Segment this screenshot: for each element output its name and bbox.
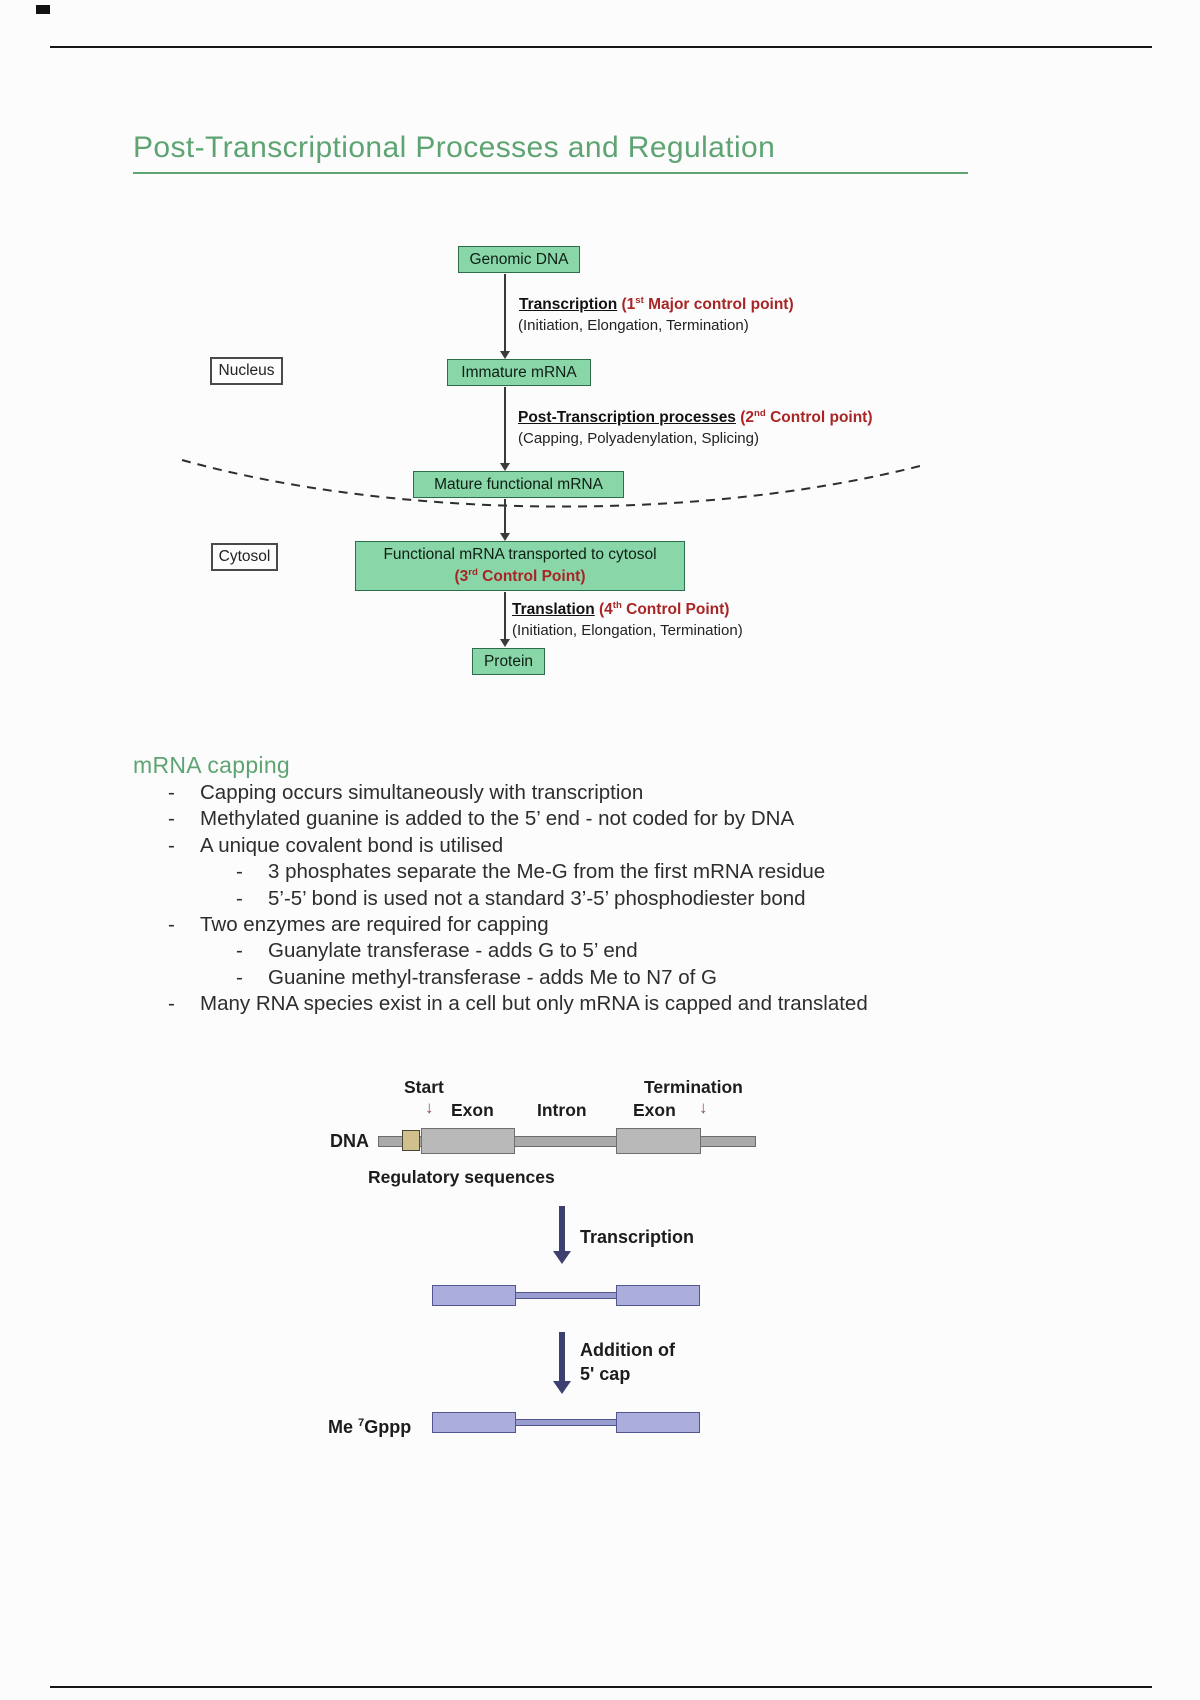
bullet-dash: - — [236, 886, 243, 910]
step-transcription-name: Transcription — [519, 296, 618, 314]
bullet-text: Guanylate transferase - adds G to 5’ end — [268, 939, 638, 963]
list-item: - Many RNA species exist in a cell but o… — [168, 991, 948, 1017]
exon-label-1: Exon — [451, 1100, 494, 1120]
step-transcription: Transcription (1st Major control point) — [519, 295, 794, 314]
rna-exon-box-2 — [616, 1285, 700, 1306]
bullet-text: Capping occurs simultaneously with trans… — [200, 781, 644, 804]
page-bottom-rule — [50, 1686, 1152, 1688]
cap-addition-label-line1: Addition of — [580, 1340, 675, 1360]
bullet-dash: - — [168, 807, 175, 831]
list-item: - Two enzymes are required for capping — [168, 912, 948, 938]
dna-label: DNA — [330, 1131, 369, 1151]
bullet-text: Methylated guanine is added to the 5’ en… — [200, 807, 795, 831]
title-underline — [133, 172, 968, 174]
list-item: - Guanylate transferase - adds G to 5’ e… — [236, 938, 948, 964]
functional-mrna-control-point: (3rd Control Point) — [454, 566, 586, 586]
page-top-rule — [50, 46, 1152, 48]
step-translation: Translation (4th Control Point) — [512, 600, 729, 619]
dna-exon-box-1 — [421, 1128, 515, 1154]
list-item: - Guanine methyl-transferase - adds Me t… — [236, 965, 948, 991]
step-post-transcription-sub: (Capping, Polyadenylation, Splicing) — [518, 430, 759, 447]
step-translation-sub: (Initiation, Elongation, Termination) — [512, 622, 743, 639]
flow-arrowhead-icon — [500, 533, 510, 541]
flow-box-protein: Protein — [472, 648, 545, 675]
bullet-text: 3 phosphates separate the Me-G from the … — [268, 860, 826, 884]
intron-label: Intron — [537, 1100, 587, 1120]
flow-arrow-line — [504, 592, 506, 639]
nuclear-membrane-dashed-line — [181, 459, 921, 508]
termination-label: Termination — [644, 1077, 743, 1097]
bullet-text: Many RNA species exist in a cell but onl… — [200, 992, 868, 1016]
list-item: - 5’-5’ bond is used not a standard 3’-5… — [236, 886, 948, 912]
step-translation-name: Translation — [512, 601, 595, 619]
flow-arrowhead-icon — [500, 639, 510, 647]
exon-label-2: Exon — [633, 1100, 676, 1120]
flow-box-genomic-dna: Genomic DNA — [458, 246, 580, 273]
flow-arrow-line — [504, 387, 506, 463]
cap-molecule-label: Me 7Gppp — [328, 1417, 412, 1437]
bullet-text: Two enzymes are required for capping — [200, 913, 549, 937]
regulatory-sequences-label: Regulatory sequences — [368, 1167, 555, 1187]
transcription-label: Transcription — [580, 1227, 695, 1247]
step-post-transcription-name: Post-Transcription processes — [518, 409, 736, 427]
bullet-dash: - — [168, 913, 175, 937]
bullet-text: A unique covalent bond is utilised — [200, 833, 504, 857]
step-transcription-sub: (Initiation, Elongation, Termination) — [518, 317, 749, 334]
nucleus-label-box: Nucleus — [210, 357, 283, 385]
cap-addition-arrowhead-icon — [553, 1381, 571, 1394]
dna-exon-box-2 — [616, 1128, 701, 1154]
rna-exon-box-1 — [432, 1285, 516, 1306]
bullet-dash: - — [168, 833, 175, 857]
bullet-dash: - — [168, 992, 175, 1016]
step-post-transcription-control-point: (2nd Control point) — [735, 408, 873, 427]
bullet-dash: - — [168, 781, 175, 804]
bullet-text: Guanine methyl-transferase - adds Me to … — [268, 965, 717, 989]
start-down-arrow-icon: ↓ — [425, 1098, 434, 1117]
bullet-dash: - — [236, 860, 243, 884]
flow-arrow-line — [504, 274, 506, 351]
cap-addition-arrow — [559, 1332, 565, 1382]
start-label: Start — [404, 1077, 444, 1097]
cytosol-label-box: Cytosol — [211, 543, 278, 571]
page-title: Post-Transcriptional Processes and Regul… — [133, 131, 776, 164]
cap-addition-label-line2: 5' cap — [580, 1364, 631, 1384]
dna-backbone-bar — [378, 1136, 756, 1147]
bullet-text: 5’-5’ bond is used not a standard 3’-5’ … — [268, 886, 806, 910]
functional-mrna-line1: Functional mRNA transported to cytosol — [383, 545, 657, 563]
list-item: - Capping occurs simultaneously with tra… — [168, 780, 948, 806]
bullet-dash: - — [236, 965, 243, 989]
step-post-transcription: Post-Transcription processes (2nd Contro… — [518, 408, 873, 427]
section-heading-mrna-capping: mRNA capping — [133, 752, 291, 778]
regulatory-sequence-box — [402, 1130, 420, 1151]
bullet-list: - Capping occurs simultaneously with tra… — [168, 780, 948, 1018]
termination-down-arrow-icon: ↓ — [699, 1098, 708, 1117]
list-item: - Methylated guanine is added to the 5’ … — [168, 806, 948, 832]
flow-arrow-line — [504, 499, 506, 533]
flow-box-immature-mrna: Immature mRNA — [447, 359, 591, 386]
capped-rna-exon-box-1 — [432, 1412, 516, 1433]
list-item: - A unique covalent bond is utilised — [168, 833, 948, 859]
flow-arrowhead-icon — [500, 351, 510, 359]
list-item: - 3 phosphates separate the Me-G from th… — [236, 859, 948, 885]
bullet-dash: - — [236, 939, 243, 963]
capped-rna-exon-box-2 — [616, 1412, 700, 1433]
flow-box-functional-mrna: Functional mRNA transported to cytosol (… — [355, 541, 685, 591]
flow-arrowhead-icon — [500, 463, 510, 471]
scan-corner-mark — [36, 5, 50, 14]
step-translation-control-point: (4th Control Point) — [594, 600, 730, 619]
transcription-arrowhead-icon — [553, 1251, 571, 1264]
flow-box-mature-mrna: Mature functional mRNA — [413, 471, 624, 498]
transcription-arrow — [559, 1206, 565, 1252]
step-transcription-control-point: (1st Major control point) — [617, 295, 794, 314]
